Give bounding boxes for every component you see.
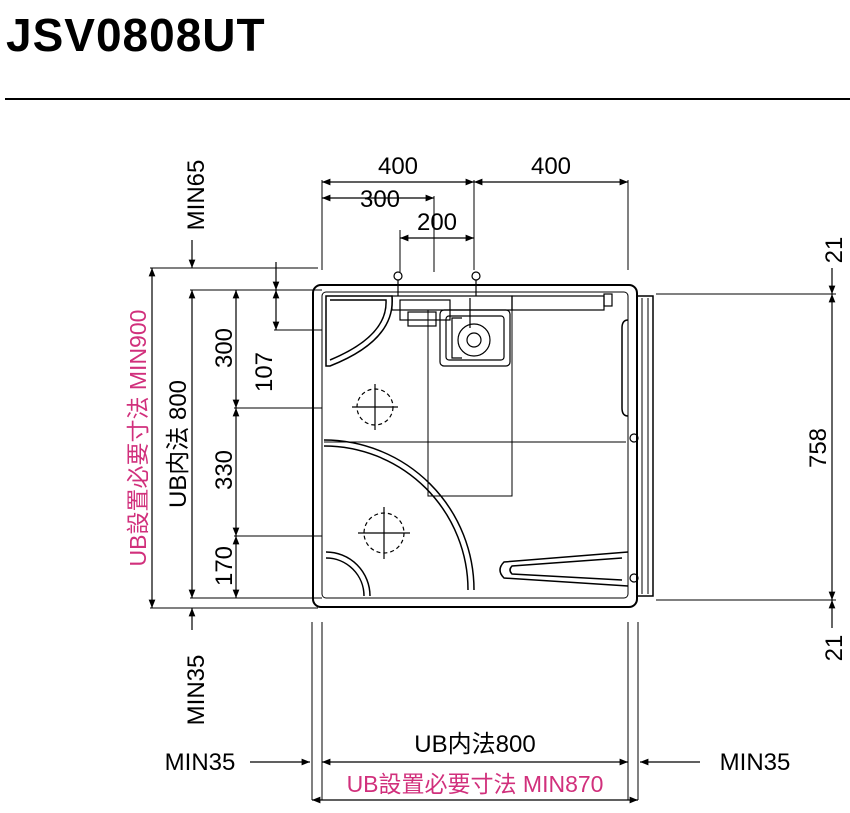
dimension-lines <box>148 178 836 804</box>
dim-bottom-ub-required: UB設置必要寸法 MIN870 <box>347 771 604 797</box>
dim-right-758: 758 <box>805 428 832 468</box>
dim-left-330: 330 <box>211 450 238 490</box>
internal-guides <box>324 309 626 497</box>
dim-bottom-min35-right: MIN35 <box>720 749 791 776</box>
title-divider <box>5 98 850 100</box>
dim-bottom-min35-left: MIN35 <box>165 749 236 776</box>
dim-ub-inner-vertical: UB内法 800 <box>165 380 192 508</box>
dim-min35-left-vertical: MIN35 <box>183 655 210 726</box>
dim-left-107: 107 <box>251 352 278 392</box>
dim-ub-required-vertical: UB設置必要寸法 MIN900 <box>125 310 151 567</box>
towel-bar <box>499 551 629 587</box>
page-title: JSV0808UT <box>6 9 266 61</box>
dim-left-300: 300 <box>211 328 238 368</box>
dim-bottom-ub-inner: UB内法800 <box>414 731 535 758</box>
dim-top-left-400: 400 <box>378 153 418 180</box>
dim-top-right-400: 400 <box>531 153 571 180</box>
faucet-fittings <box>391 271 613 367</box>
corner-shelf-top <box>325 295 393 367</box>
dim-top-200: 200 <box>417 209 457 236</box>
door-frame <box>621 295 654 597</box>
dim-top-300: 300 <box>360 186 400 213</box>
dim-left-170: 170 <box>211 546 238 586</box>
shower-floor-arc <box>323 439 475 597</box>
drain-circles <box>352 384 410 559</box>
extension-lines <box>150 180 836 800</box>
dim-min65: MIN65 <box>183 160 210 231</box>
dim-right-21-bottom: 21 <box>821 635 848 662</box>
dim-right-21-top: 21 <box>821 237 848 264</box>
